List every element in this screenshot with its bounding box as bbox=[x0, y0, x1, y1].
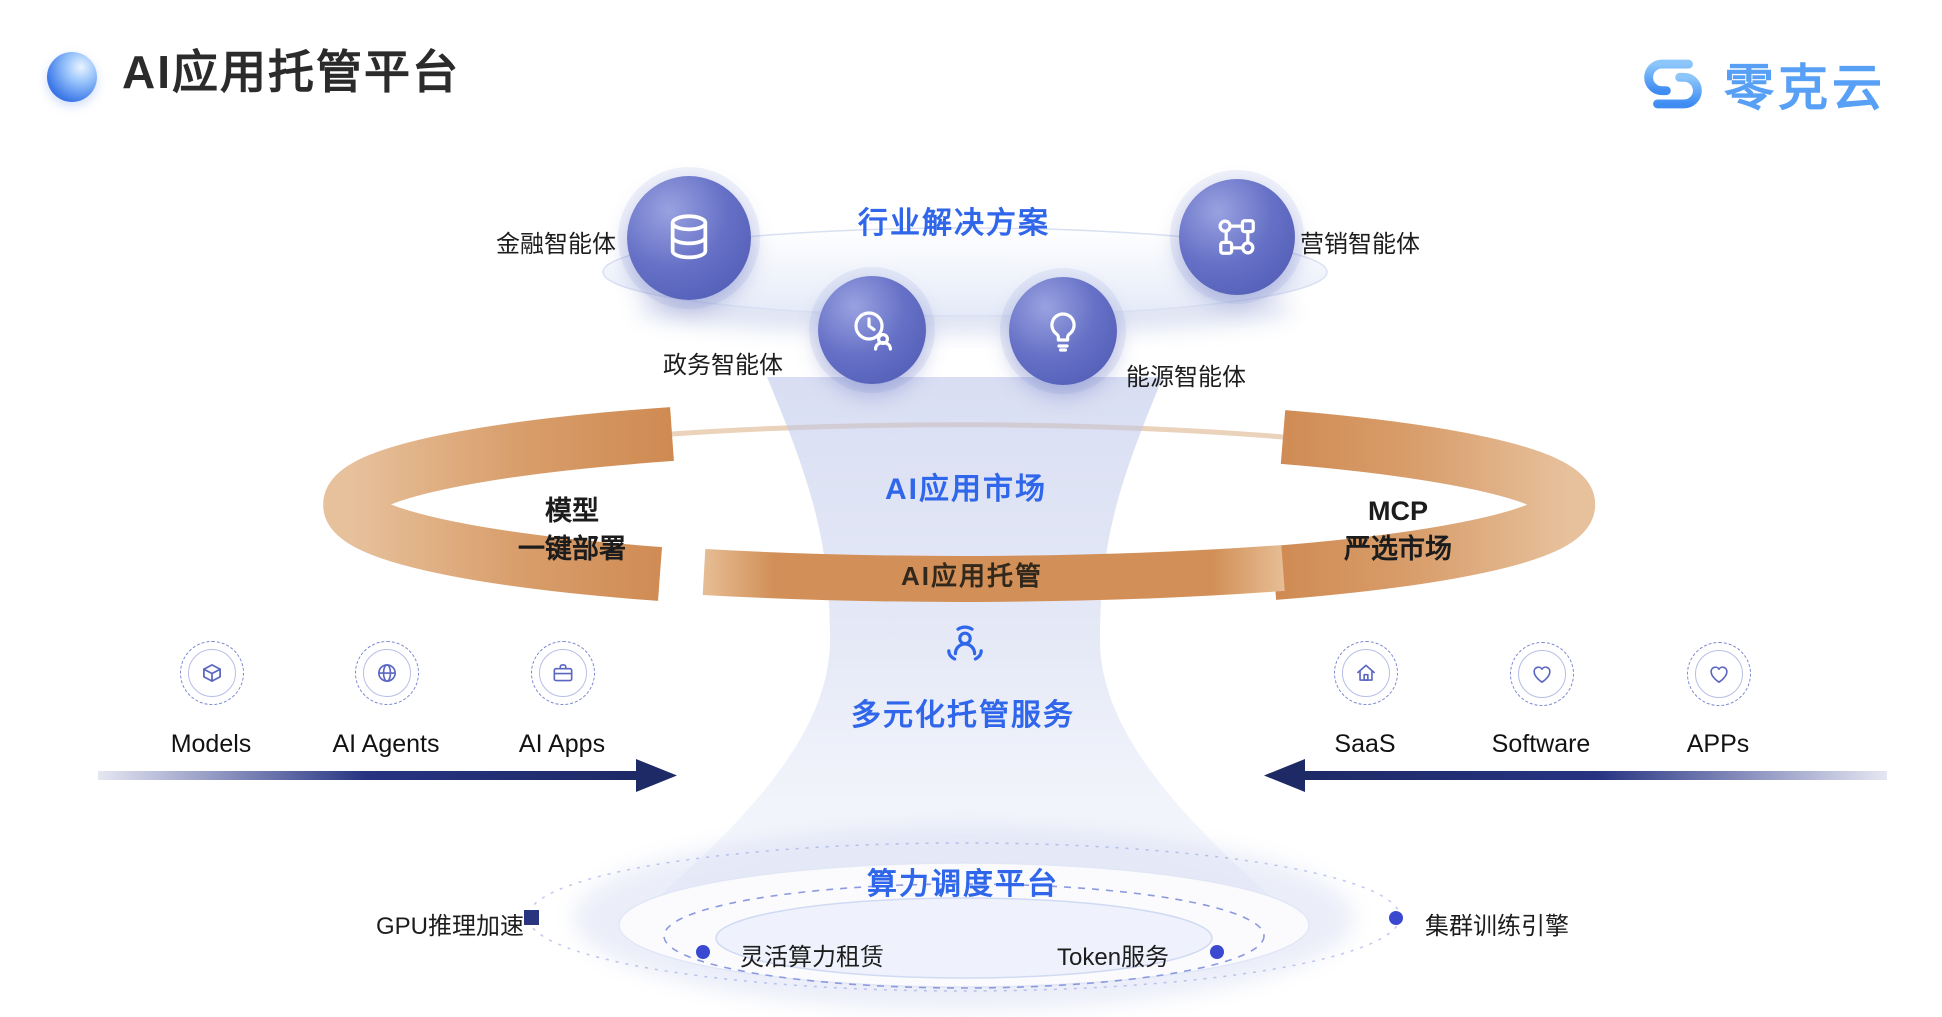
front-band-shape bbox=[702, 545, 1285, 602]
right-wing-line2: 严选市场 bbox=[1344, 534, 1452, 564]
app-logo-icon bbox=[47, 52, 97, 102]
saas-label: SaaS bbox=[1334, 730, 1396, 758]
solutions-heading: 行业解决方案 bbox=[858, 207, 1050, 240]
right-wing-shape bbox=[1271, 410, 1596, 600]
heart-icon bbox=[1710, 666, 1728, 683]
clock-user-icon bbox=[854, 311, 892, 351]
cluster-train-label: 集群训练引擎 bbox=[1425, 913, 1569, 940]
platform-dashed-ring bbox=[663, 883, 1265, 989]
finance-agent-label: 金融智能体 bbox=[496, 231, 616, 258]
marketing-agent-label: 营销智能体 bbox=[1300, 231, 1420, 258]
cluster-train-bullet bbox=[1389, 911, 1403, 925]
gov-agent-circle bbox=[818, 276, 926, 384]
bulb-icon bbox=[1050, 312, 1076, 352]
brand-cloud-icon bbox=[1644, 59, 1702, 109]
left-wing-line2: 一键部署 bbox=[518, 534, 626, 564]
right-flow-arrow bbox=[1264, 759, 1887, 792]
token-service-label: Token服务 bbox=[1057, 944, 1170, 971]
apps-ring bbox=[1687, 642, 1751, 706]
apps-label: APPs bbox=[1686, 730, 1750, 758]
flex-compute-bullet bbox=[696, 945, 710, 959]
hourglass-shape bbox=[622, 377, 1308, 930]
right-wing-text: MCP 严选市场 bbox=[1344, 492, 1452, 568]
cube-icon bbox=[203, 664, 221, 682]
left-wing-line1: 模型 bbox=[545, 496, 599, 526]
gpu-accel-bullet bbox=[524, 910, 539, 925]
flex-compute-label: 灵活算力租赁 bbox=[740, 944, 884, 971]
finance-agent-circle bbox=[627, 176, 751, 300]
globe-icon bbox=[378, 664, 396, 682]
database-icon bbox=[670, 214, 708, 260]
org-chart-icon bbox=[1218, 219, 1255, 255]
home-icon bbox=[1357, 664, 1375, 681]
token-service-bullet bbox=[1210, 945, 1224, 959]
compute-heading: 算力调度平台 bbox=[867, 868, 1059, 901]
left-wing-shape bbox=[323, 407, 674, 601]
ai-agents-label: AI Agents bbox=[332, 730, 440, 758]
models-ring bbox=[180, 641, 244, 705]
gov-agent-label: 政务智能体 bbox=[663, 352, 783, 379]
heart-icon bbox=[1533, 666, 1551, 683]
energy-agent-label: 能源智能体 bbox=[1126, 364, 1246, 391]
briefcase-icon bbox=[553, 664, 573, 682]
saas-ring bbox=[1334, 641, 1398, 705]
energy-agent-circle bbox=[1009, 277, 1117, 385]
left-flow-arrow bbox=[98, 759, 677, 792]
platform-inner-ring bbox=[715, 897, 1213, 979]
software-ring bbox=[1510, 642, 1574, 706]
models-label: Models bbox=[170, 730, 252, 758]
hosting-heading: 多元化托管服务 bbox=[851, 699, 1075, 732]
gpu-accel-label: GPU推理加速 bbox=[376, 913, 525, 940]
ai-apps-ring bbox=[531, 641, 595, 705]
ai-agents-ring bbox=[355, 641, 419, 705]
software-label: Software bbox=[1491, 730, 1591, 758]
right-wing-line1: MCP bbox=[1368, 496, 1428, 526]
app-market-heading: AI应用市场 bbox=[885, 473, 1047, 506]
left-wing-text: 模型 一键部署 bbox=[518, 492, 626, 568]
brand-name: 零克云 bbox=[1724, 60, 1886, 116]
solutions-ring bbox=[602, 227, 1328, 317]
marketing-agent-circle bbox=[1179, 179, 1295, 295]
page-title: AI应用托管平台 bbox=[122, 46, 460, 98]
brand-logo: 零克云 bbox=[1636, 48, 1886, 120]
service-person-icon bbox=[941, 622, 989, 670]
ai-apps-label: AI Apps bbox=[518, 730, 606, 758]
app-hosting-band-label: AI应用托管 bbox=[900, 561, 1044, 591]
